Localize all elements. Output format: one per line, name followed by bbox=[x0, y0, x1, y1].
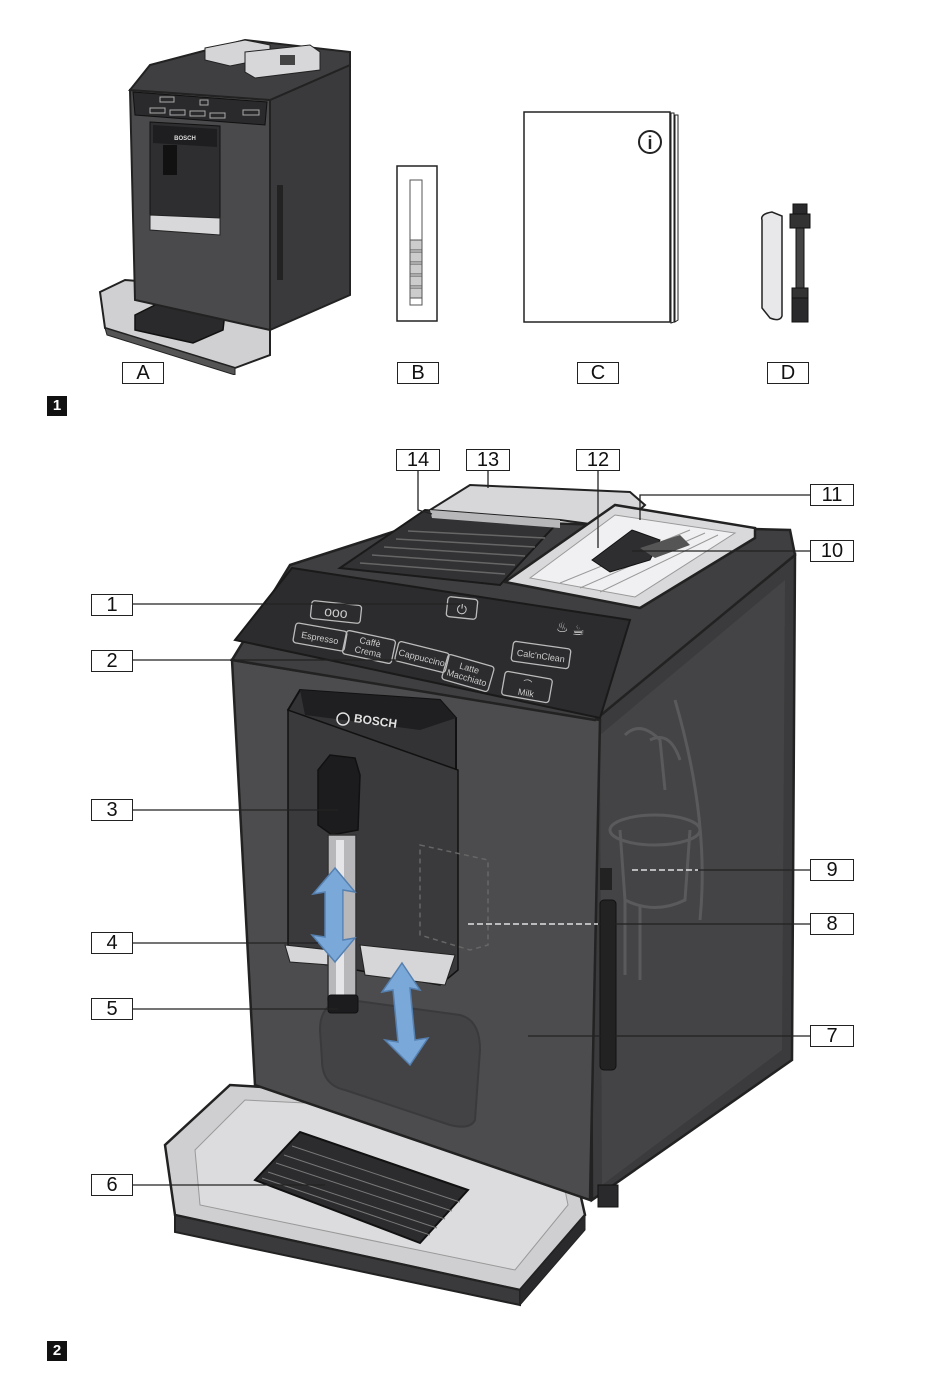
height-adjust-arrow-left bbox=[310, 866, 357, 964]
instruction-manual: i bbox=[523, 111, 679, 324]
callout-13: 13 bbox=[466, 449, 510, 471]
machine-small-illustration: BOSCH bbox=[98, 38, 351, 375]
caffe-crema-button[interactable]: Caffè Crema bbox=[341, 629, 397, 665]
item-label-c: C bbox=[577, 362, 619, 384]
brand-logo: BOSCH bbox=[353, 711, 398, 731]
small-machine-brand: BOSCH bbox=[174, 136, 196, 142]
callout-3: 3 bbox=[91, 799, 133, 821]
callout-1: 1 bbox=[91, 594, 133, 616]
callout-7: 7 bbox=[810, 1025, 854, 1047]
info-icon bbox=[638, 130, 662, 154]
coffee-spout bbox=[317, 754, 361, 836]
milk-icon: ⌒ bbox=[522, 678, 533, 689]
callout-6: 6 bbox=[91, 1174, 133, 1196]
strength-button[interactable]: ooo bbox=[309, 600, 363, 624]
figure-number-2: 2 bbox=[47, 1341, 67, 1361]
callout-9: 9 bbox=[810, 859, 854, 881]
svg-text:Milk: Milk bbox=[517, 687, 535, 700]
latte-macchiato-button[interactable]: Latte Macchiato bbox=[441, 653, 495, 693]
item-label-a: A bbox=[122, 362, 164, 384]
drip-grid bbox=[253, 1130, 470, 1245]
machine-large-illustration: ooo ⏻ Espresso Caffè Crema Cappuccino La… bbox=[133, 470, 810, 1307]
callout-5: 5 bbox=[91, 998, 133, 1020]
bosch-logo-icon bbox=[336, 712, 350, 726]
callout-14: 14 bbox=[396, 449, 440, 471]
power-button[interactable]: ⏻ bbox=[445, 596, 479, 620]
clean-indicator-icon: ☕ bbox=[572, 622, 585, 638]
milk-button[interactable]: ⌒ Milk bbox=[501, 670, 553, 704]
callout-4: 4 bbox=[91, 932, 133, 954]
descale-indicator-icon: ♨ bbox=[556, 619, 569, 635]
height-adjust-arrow-right bbox=[380, 961, 430, 1067]
control-panel bbox=[233, 566, 632, 720]
callout-10: 10 bbox=[810, 540, 854, 562]
svg-text:⏻: ⏻ bbox=[456, 601, 468, 617]
callout-12: 12 bbox=[576, 449, 620, 471]
item-label-d: D bbox=[767, 362, 809, 384]
water-hardness-test-strip bbox=[396, 165, 438, 322]
figure-number-1: 1 bbox=[47, 396, 67, 416]
info-symbol: i bbox=[647, 133, 652, 153]
callout-2: 2 bbox=[91, 650, 133, 672]
svg-text:Caffè: Caffè bbox=[359, 635, 382, 649]
item-label-b: B bbox=[397, 362, 439, 384]
svg-text:ooo: ooo bbox=[324, 603, 349, 621]
callout-8: 8 bbox=[810, 913, 854, 935]
callout-11: 11 bbox=[810, 484, 854, 506]
milk-tube-accessory bbox=[760, 203, 811, 323]
